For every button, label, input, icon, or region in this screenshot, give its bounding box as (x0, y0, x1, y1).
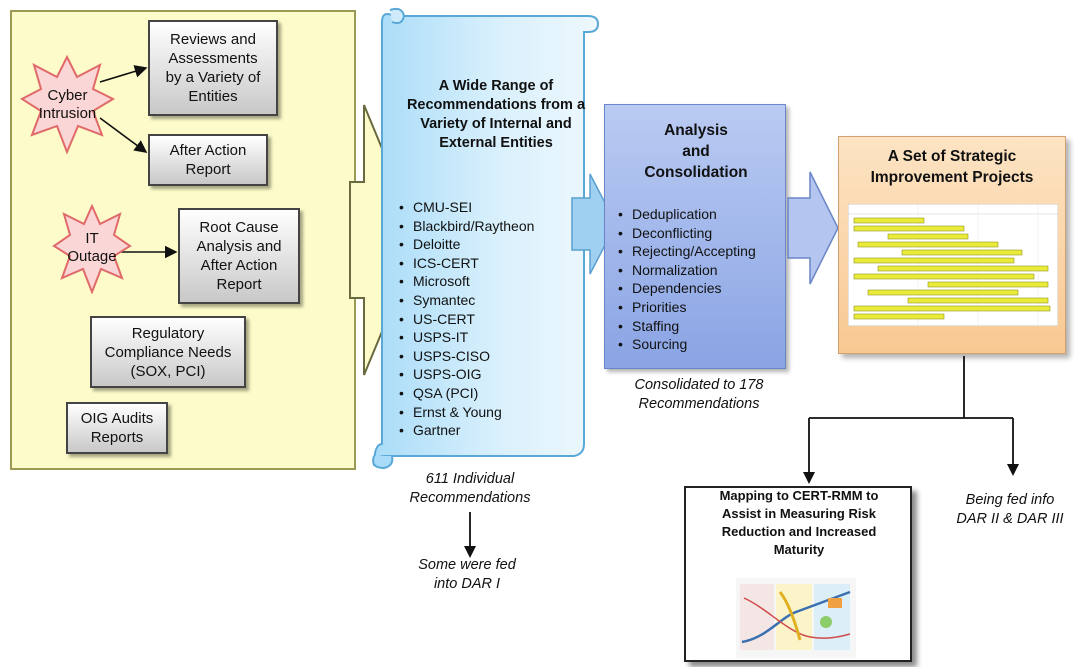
scroll-title: A Wide Range of Recommendations from a V… (406, 78, 586, 151)
entity-item: ICS-CERT (399, 254, 599, 273)
entity-item: USPS-CISO (399, 347, 599, 366)
cyber-intrusion-star (20, 55, 115, 155)
analysis-step: Sourcing (618, 335, 788, 354)
analysis-to-projects-arrow (787, 171, 839, 285)
entity-item: Microsoft (399, 272, 599, 291)
oig-audits-text: OIG Audits Reports (80, 410, 154, 446)
entity-item: Ernst & Young (399, 403, 599, 422)
analysis-step: Dependencies (618, 279, 788, 298)
after-action-report-text: After Action Report (169, 142, 247, 178)
individual-recommendations-caption: 611 Individual Recommendations (409, 471, 531, 506)
entity-item: Blackbird/Raytheon (399, 217, 599, 236)
dar-ii-iii-note: Being fed info DAR II & DAR III (956, 492, 1064, 527)
analysis-title: Analysis and Consolidation (644, 122, 748, 181)
analysis-step: Staffing (618, 317, 788, 336)
entity-item: Symantec (399, 291, 599, 310)
entities-list: CMU-SEI Blackbird/Raytheon Deloitte ICS-… (399, 198, 599, 440)
projects-connector-lines (803, 356, 1019, 484)
dar-i-note: Some were fed into DAR I (418, 557, 516, 592)
reviews-assessments-text: Reviews and Assessments by a Variety of … (165, 31, 261, 105)
root-cause-text: Root Cause Analysis and After Action Rep… (196, 219, 282, 293)
oig-audits-box: OIG Audits Reports (66, 402, 168, 454)
projects-title: A Set of Strategic Improvement Projects (870, 148, 1034, 186)
regulatory-compliance-box: Regulatory Compliance Needs (SOX, PCI) (90, 316, 246, 388)
analysis-step: Deduplication (618, 205, 788, 224)
analysis-steps-list: Deduplication Deconflicting Rejecting/Ac… (618, 205, 788, 354)
analysis-step: Normalization (618, 261, 788, 280)
gantt-chart-thumbnail (848, 204, 1058, 326)
left-panel-connectors (99, 65, 178, 259)
entity-item: QSA (PCI) (399, 384, 599, 403)
analysis-step: Deconflicting (618, 224, 788, 243)
scroll-to-analysis-arrow (571, 173, 617, 275)
entity-item: CMU-SEI (399, 198, 599, 217)
root-cause-box: Root Cause Analysis and After Action Rep… (178, 208, 300, 304)
entity-item: US-CERT (399, 310, 599, 329)
consolidated-caption: Consolidated to 178 Recommendations (634, 377, 764, 412)
regulatory-compliance-text: Regulatory Compliance Needs (SOX, PCI) (104, 324, 232, 380)
after-action-report-box: After Action Report (148, 134, 268, 186)
it-outage-label: IT Outage (67, 230, 117, 265)
dar-i-arrow (464, 512, 476, 558)
entity-item: Deloitte (399, 235, 599, 254)
reviews-assessments-box: Reviews and Assessments by a Variety of … (148, 20, 278, 116)
analysis-step: Rejecting/Accepting (618, 242, 788, 261)
it-outage-star (52, 204, 132, 294)
entity-item: USPS-OIG (399, 365, 599, 384)
cyber-intrusion-label: Cyber Intrusion (38, 87, 97, 122)
entity-item: Gartner (399, 421, 599, 440)
cert-rmm-mapping-title: Mapping to CERT-RMM to Assist in Measuri… (719, 488, 879, 557)
analysis-step: Priorities (618, 298, 788, 317)
entity-item: USPS-IT (399, 328, 599, 347)
cert-rmm-diagram-thumbnail (736, 578, 856, 658)
